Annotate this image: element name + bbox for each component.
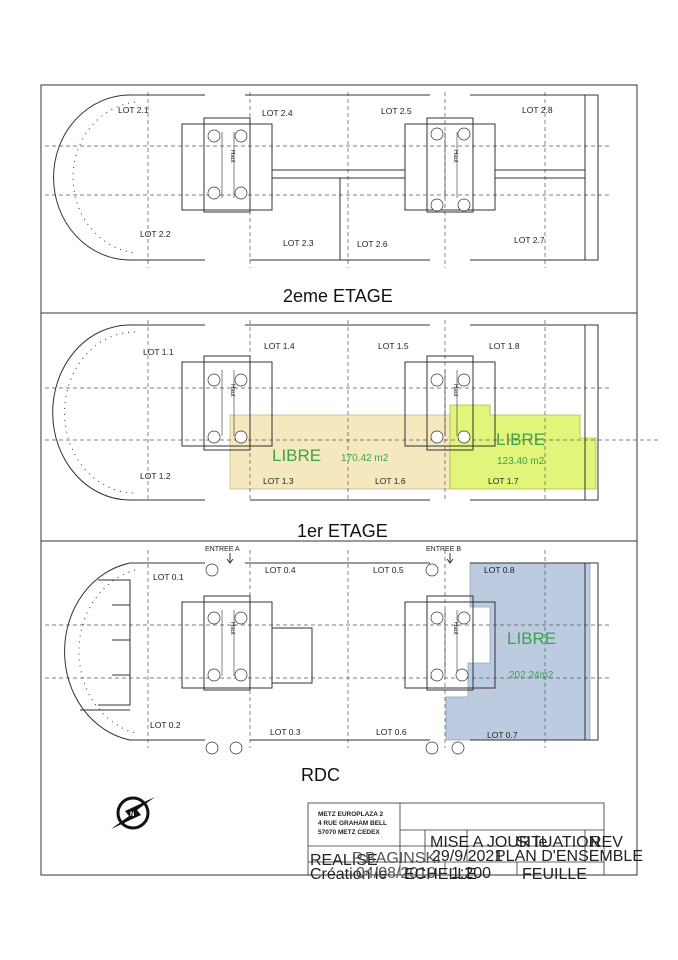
project-address-line3: 57070 METZ CEDEX — [318, 829, 380, 836]
stair-label: Haut — [452, 384, 458, 397]
libre-zone-ground — [445, 562, 591, 741]
lot-label: LOT 1.1 — [143, 347, 174, 357]
floor-title-second: 2eme ETAGE — [283, 286, 393, 306]
lot-label: LOT 0.4 — [265, 565, 296, 575]
stair-label: Haut — [452, 150, 458, 163]
project-name-line1: METZ EUROPLAZA 2 — [318, 811, 384, 818]
echelle-value: 1:200 — [451, 865, 492, 882]
entrance-label: ENTREE A — [205, 546, 240, 553]
lot-label: LOT 0.6 — [376, 727, 407, 737]
lot-label: LOT 0.2 — [150, 720, 181, 730]
floor-title-first: 1er ETAGE — [297, 521, 388, 541]
lot-label: LOT 0.8 — [484, 565, 515, 575]
lot-label: LOT 1.7 — [488, 476, 519, 486]
realise-value: P.BAGINSKI — [352, 850, 441, 867]
libre-area: 170.42 m2 — [341, 453, 389, 464]
stair-label: Haut — [229, 622, 235, 635]
entrance-label: ENTREE B — [426, 546, 461, 553]
floor-2-plan — [45, 92, 612, 268]
feuille-label: FEUILLE — [522, 866, 587, 883]
lot-label: LOT 1.5 — [378, 341, 409, 351]
lot-label: LOT 2.2 — [140, 229, 171, 239]
lot-label: LOT 0.3 — [270, 727, 301, 737]
svg-text:N: N — [130, 812, 134, 818]
lot-label: LOT 1.4 — [264, 341, 295, 351]
lot-label: LOT 1.6 — [375, 476, 406, 486]
stair-label: Haut — [229, 384, 235, 397]
lot-label: LOT 2.6 — [357, 239, 388, 249]
situation-value: PLAN D'ENSEMBLE — [495, 848, 643, 865]
lot-label: LOT 0.7 — [487, 730, 518, 740]
lot-label: LOT 0.1 — [153, 572, 184, 582]
realise-label: REALISE — [310, 852, 378, 869]
situation-label: SITUATION — [516, 834, 601, 851]
lot-label: LOT 2.5 — [381, 106, 412, 116]
libre-area: 123.40 m2 — [497, 456, 545, 467]
lot-label: LOT 0.5 — [373, 565, 404, 575]
lot-label: LOT 1.2 — [140, 471, 171, 481]
north-arrow-icon: N — [111, 796, 155, 830]
lot-label: LOT 1.8 — [489, 341, 520, 351]
stair-label: Haut — [452, 622, 458, 635]
lot-label: LOT 2.8 — [522, 105, 553, 115]
libre-zone-1 — [229, 414, 451, 490]
ground-floor-plan — [45, 550, 612, 748]
creation-label: Création le — [310, 866, 388, 883]
libre-label: LIBRE — [496, 430, 545, 449]
lot-label: LOT 1.3 — [263, 476, 294, 486]
libre-area: 202.24m2 — [509, 670, 554, 681]
stair-label: Haut — [229, 150, 235, 163]
libre-label: LIBRE — [507, 629, 556, 648]
update-value: 29/9/2021 — [432, 848, 504, 865]
libre-zone-2 — [449, 404, 597, 490]
lot-label: LOT 2.3 — [283, 238, 314, 248]
title-block-grid — [307, 802, 605, 876]
floor-1-plan — [45, 320, 660, 501]
lot-label: LOT 2.7 — [514, 235, 545, 245]
rev-label: REV — [590, 834, 623, 851]
creation-value: 04/08/2010 — [356, 865, 437, 882]
lot-label: LOT 2.1 — [118, 105, 149, 115]
libre-label: LIBRE — [272, 446, 321, 465]
echelle-label: ECHELLE — [404, 866, 477, 883]
project-address-line2: 4 RUE GRAHAM BELL — [318, 820, 387, 827]
update-label: MISE A JOUR le — [430, 834, 548, 851]
floor-title-ground: RDC — [301, 765, 340, 785]
lot-label: LOT 2.4 — [262, 108, 293, 118]
